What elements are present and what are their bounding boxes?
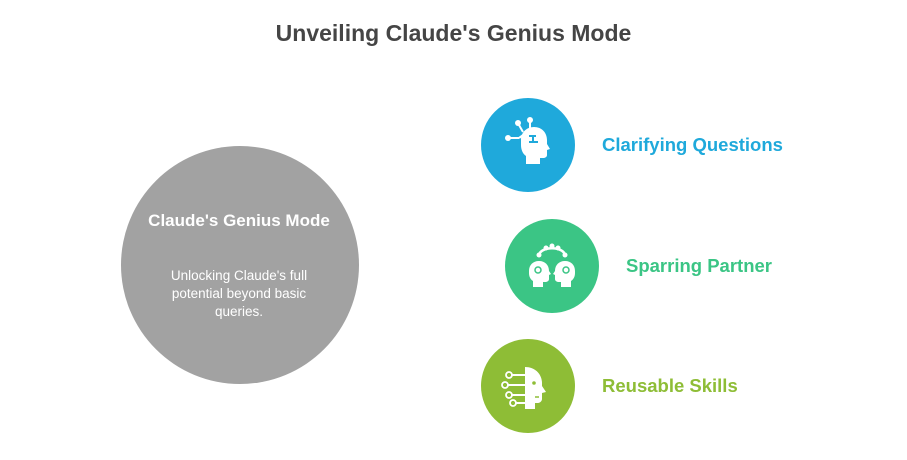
two-heads-discussion-icon: [529, 243, 575, 287]
center-node-title: Claude's Genius Mode: [148, 211, 330, 230]
center-node-circle: [121, 146, 359, 384]
reusable-skills-label: Reusable Skills: [602, 375, 738, 396]
clarifying-questions-circle: [481, 98, 575, 192]
head-with-circuit-lines-icon: [501, 367, 546, 409]
head-with-circuit-icon: [505, 117, 550, 164]
center-node-description: Unlocking Claude's full potential beyond…: [170, 268, 308, 319]
sparring-partner-circle: [505, 219, 599, 313]
sparring-partner-label: Sparring Partner: [626, 255, 772, 276]
diagram-title: Unveiling Claude's Genius Mode: [275, 20, 632, 46]
clarifying-questions-label: Clarifying Questions: [602, 134, 783, 155]
reusable-skills-circle: [481, 339, 575, 433]
